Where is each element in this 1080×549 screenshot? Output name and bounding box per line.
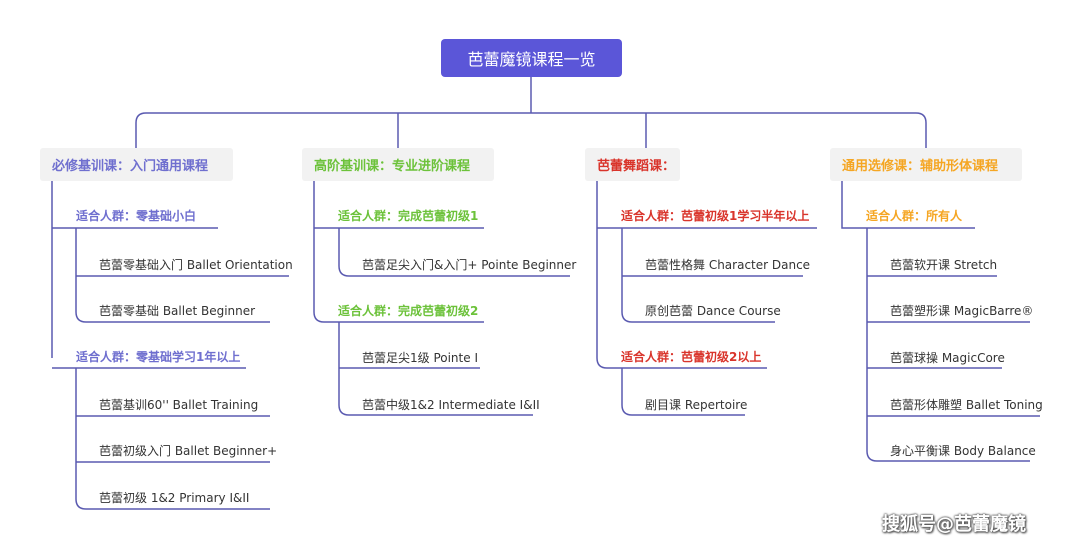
course-item: 芭蕾软开课 Stretch — [890, 258, 998, 272]
category-general-elective: 通用选修课：辅助形体课程 — [830, 148, 1022, 181]
group-label: 适合人群：芭蕾初级1学习半年以上 — [621, 209, 810, 223]
course-item: 芭蕾性格舞 Character Dance — [645, 258, 811, 272]
course-item: 芭蕾形体雕塑 Ballet Toning — [890, 398, 1043, 412]
course-item: 芭蕾零基础入门 Ballet Orientation — [99, 258, 293, 272]
course-item: 身心平衡课 Body Balance — [890, 444, 1036, 458]
course-item: 芭蕾零基础 Ballet Beginner — [99, 304, 256, 318]
watermark: 搜狐号@芭蕾魔镜 — [882, 514, 1026, 535]
course-item: 原创芭蕾 Dance Course — [645, 304, 781, 318]
course-item: 芭蕾中级1&2 Intermediate I&II — [362, 398, 540, 412]
category-required-basic: 必修基训课：入门通用课程 — [40, 148, 233, 181]
course-item: 芭蕾初级 1&2 Primary I&II — [99, 491, 250, 505]
group-label: 适合人群：完成芭蕾初级1 — [338, 209, 479, 223]
course-item: 芭蕾基训60'' Ballet Training — [99, 398, 259, 412]
group-label: 适合人群：完成芭蕾初级2 — [338, 304, 479, 318]
course-item: 剧目课 Repertoire — [645, 398, 748, 412]
course-item: 芭蕾足尖1级 Pointe I — [362, 351, 478, 365]
course-item: 芭蕾足尖入门&入门+ Pointe Beginner — [362, 258, 577, 272]
group-label: 适合人群：所有人 — [866, 209, 963, 223]
group-label: 适合人群：零基础小白 — [76, 209, 197, 223]
course-item: 芭蕾球操 MagicCore — [890, 351, 1005, 365]
category-advanced-basic: 高阶基训课：专业进阶课程 — [302, 148, 494, 181]
group-label: 适合人群：芭蕾初级2以上 — [621, 350, 762, 364]
root-node-title: 芭蕾魔镜课程一览 — [441, 39, 622, 77]
course-item: 芭蕾初级入门 Ballet Beginner+ — [99, 444, 278, 458]
group-label: 适合人群：零基础学习1年以上 — [76, 350, 241, 364]
category-ballet-dance: 芭蕾舞蹈课： — [585, 148, 680, 181]
course-item: 芭蕾塑形课 MagicBarre® — [890, 304, 1034, 318]
